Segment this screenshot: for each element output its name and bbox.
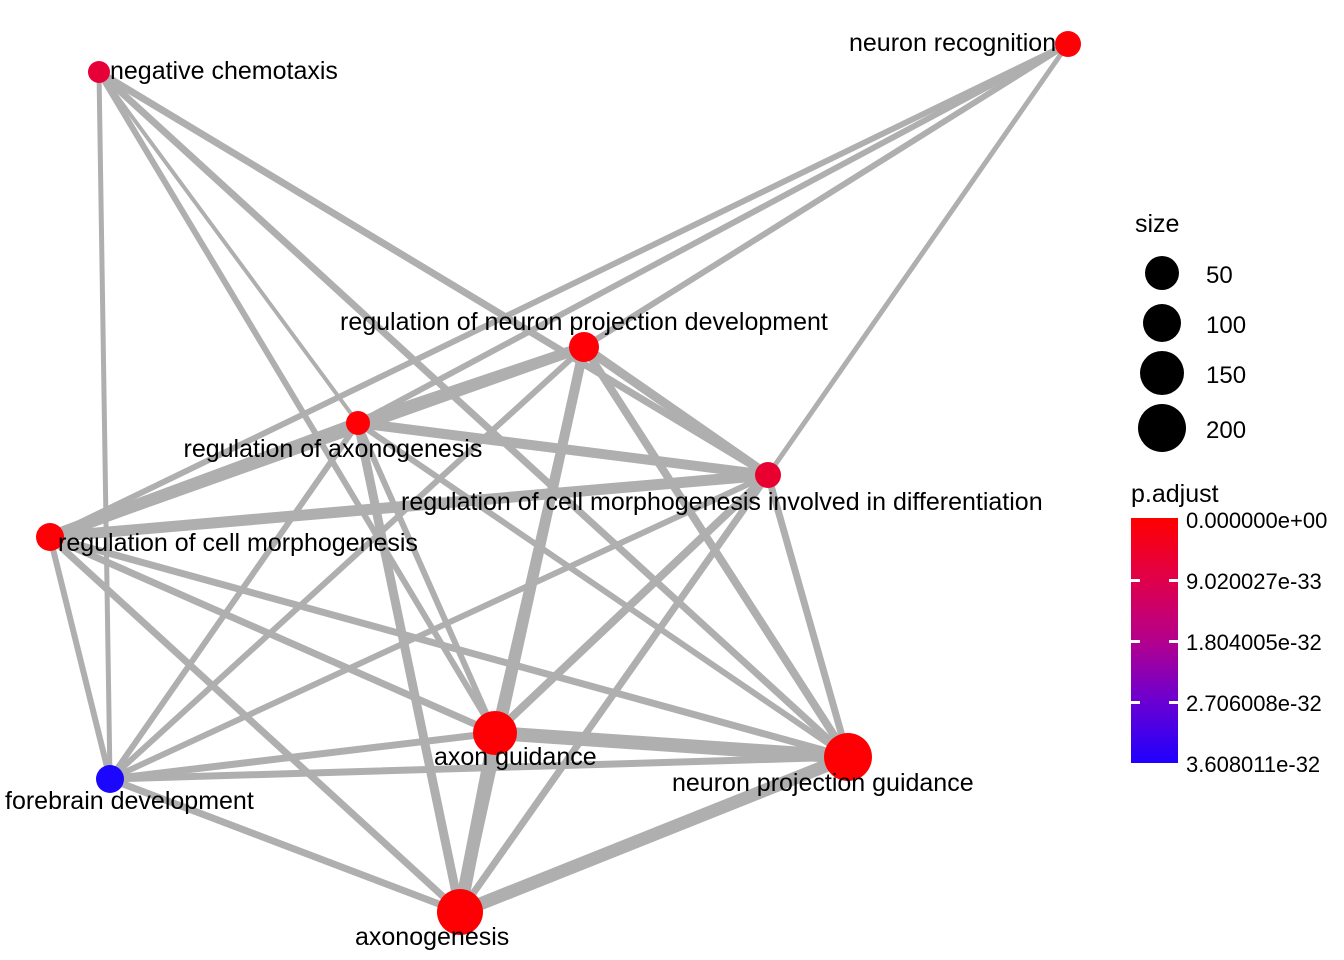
network-edge (491, 471, 772, 737)
network-edge (96, 69, 113, 782)
node-label-axonogenesis: axonogenesis (355, 923, 510, 951)
size-legend-label-150: 150 (1206, 362, 1247, 389)
network-edge (47, 534, 113, 782)
network-edge (46, 533, 464, 916)
network-edge (106, 753, 852, 783)
size-legend-label-50: 50 (1206, 262, 1233, 289)
network-edge (764, 471, 852, 761)
network-edge (106, 775, 464, 916)
network-edge (95, 68, 772, 479)
network-edge (581, 41, 1071, 350)
network-edge (453, 726, 502, 919)
network-node-regulation-of-cell-morphogenesis[interactable] (36, 523, 64, 551)
network-edge (106, 729, 499, 783)
color-legend-title: p.adjust (1131, 480, 1219, 508)
network-edge (765, 41, 1071, 478)
network-edge (488, 726, 855, 764)
network-node-negative-chemotaxis[interactable] (88, 61, 110, 83)
node-label-regulation-of-neuron-projection-development: regulation of neuron projection developm… (340, 308, 828, 336)
edge-layer (44, 41, 1071, 919)
size-legend-label-100: 100 (1206, 312, 1247, 339)
node-layer (36, 31, 1081, 935)
network-edge (355, 420, 851, 760)
network-edge (44, 417, 364, 543)
network-node-neuron-projection-guidance[interactable] (824, 733, 872, 781)
network-node-regulation-of-neuron-projection-development[interactable] (569, 332, 599, 362)
network-edge (46, 533, 852, 761)
colorbar-tick-mark (1169, 640, 1178, 643)
network-edge (355, 420, 498, 736)
node-label-regulation-of-cell-morphogenesis: regulation of cell morphogenesis (58, 529, 418, 557)
colorbar-tick-mark (1169, 701, 1178, 704)
node-label-regulation-of-cell-morphogenesis-involved-in-differentiation: regulation of cell morphogenesis involve… (401, 488, 1043, 516)
size-legend-title: size (1135, 210, 1180, 238)
network-edge (579, 342, 773, 480)
colorbar-label-4: 3.608011e-32 (1186, 752, 1321, 777)
size-legend-label-200: 200 (1206, 417, 1247, 444)
network-node-regulation-of-axonogenesis[interactable] (346, 411, 370, 435)
network-edge (47, 41, 1071, 540)
network-edge (46, 533, 499, 737)
network-edge (355, 41, 1071, 426)
network-edge (107, 420, 361, 782)
network-node-regulation-of-cell-morphogenesis-involved-in-differentiation[interactable] (755, 462, 781, 488)
colorbar-label-0: 0.000000e+00 (1186, 508, 1328, 533)
network-edge (453, 750, 855, 919)
network-edge (97, 70, 360, 425)
network-edge (353, 418, 773, 480)
network-node-neuron-recognition[interactable] (1055, 31, 1081, 57)
network-node-axon-guidance[interactable] (473, 711, 517, 755)
colorbar-tick-mark (1131, 579, 1140, 582)
node-label-neuron-recognition: neuron recognition (849, 29, 1057, 57)
colorbar-tick-mark (1131, 640, 1140, 643)
colorbar-tick-mark (1169, 579, 1178, 582)
colorbar-tick-mark (1131, 701, 1140, 704)
colorbar-label-1: 9.020027e-33 (1186, 569, 1322, 594)
colorbar-label-3: 2.706008e-32 (1186, 691, 1322, 716)
network-edge (44, 469, 774, 543)
network-node-axonogenesis[interactable] (437, 889, 483, 935)
network-edge (96, 69, 498, 736)
node-label-neuron-projection-guidance: neuron projection guidance (672, 769, 974, 797)
node-label-negative-chemotaxis: negative chemotaxis (110, 57, 338, 85)
node-label-regulation-of-axonogenesis: regulation of axonogenesis (183, 435, 483, 463)
network-edge (456, 471, 772, 916)
node-label-forebrain-development: forebrain development (5, 787, 254, 815)
network-edge (107, 472, 771, 782)
node-label-axon-guidance: axon guidance (434, 743, 597, 771)
network-edge (95, 68, 852, 761)
network-node-forebrain-development[interactable] (96, 765, 124, 793)
network-edge (107, 344, 587, 782)
colorbar-label-2: 1.804005e-32 (1186, 630, 1322, 655)
